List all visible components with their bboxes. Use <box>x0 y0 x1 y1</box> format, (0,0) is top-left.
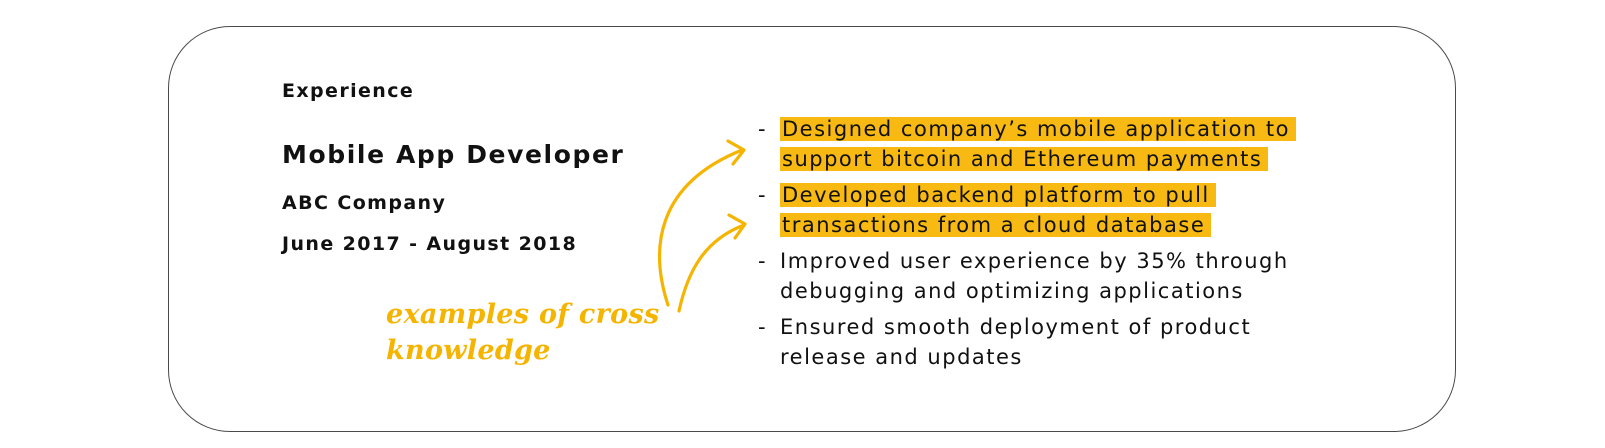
annotation-line-1: examples of cross <box>386 299 660 330</box>
resume-experience-card <box>168 26 1456 432</box>
bullet-dash: - <box>758 315 768 339</box>
bullet-text-line: Developed backend platform to pull <box>780 183 1216 207</box>
employment-dates: June 2017 - August 2018 <box>282 233 578 255</box>
list-item: - Ensured smooth deployment of product r… <box>758 312 1296 372</box>
bullet-text-line: transactions from a cloud database <box>780 213 1212 237</box>
bullet-text-line: support bitcoin and Ethereum payments <box>780 147 1269 171</box>
bullet-dash: - <box>758 117 768 141</box>
responsibility-list: - Designed company’s mobile application … <box>758 114 1297 378</box>
bullet-text-line: Ensured smooth deployment of product <box>780 315 1252 339</box>
section-heading: Experience <box>282 80 415 102</box>
job-title: Mobile App Developer <box>282 140 625 169</box>
list-item: - Developed backend platform to pull tra… <box>758 180 1296 240</box>
bullet-dash: - <box>758 183 768 207</box>
bullet-dash: - <box>758 249 768 273</box>
bullet-text-line: release and updates <box>780 345 1023 369</box>
company-name: ABC Company <box>282 192 447 214</box>
list-item: - Improved user experience by 35% throug… <box>758 246 1296 306</box>
bullet-text-line: debugging and optimizing applications <box>780 279 1244 303</box>
list-item: - Designed company’s mobile application … <box>758 114 1297 174</box>
bullet-text-line: Improved user experience by 35% through <box>780 249 1289 273</box>
bullet-text-line: Designed company’s mobile application to <box>780 117 1297 141</box>
annotation-line-2: knowledge <box>386 335 551 366</box>
annotation-label: examples of cross knowledge <box>386 297 686 369</box>
